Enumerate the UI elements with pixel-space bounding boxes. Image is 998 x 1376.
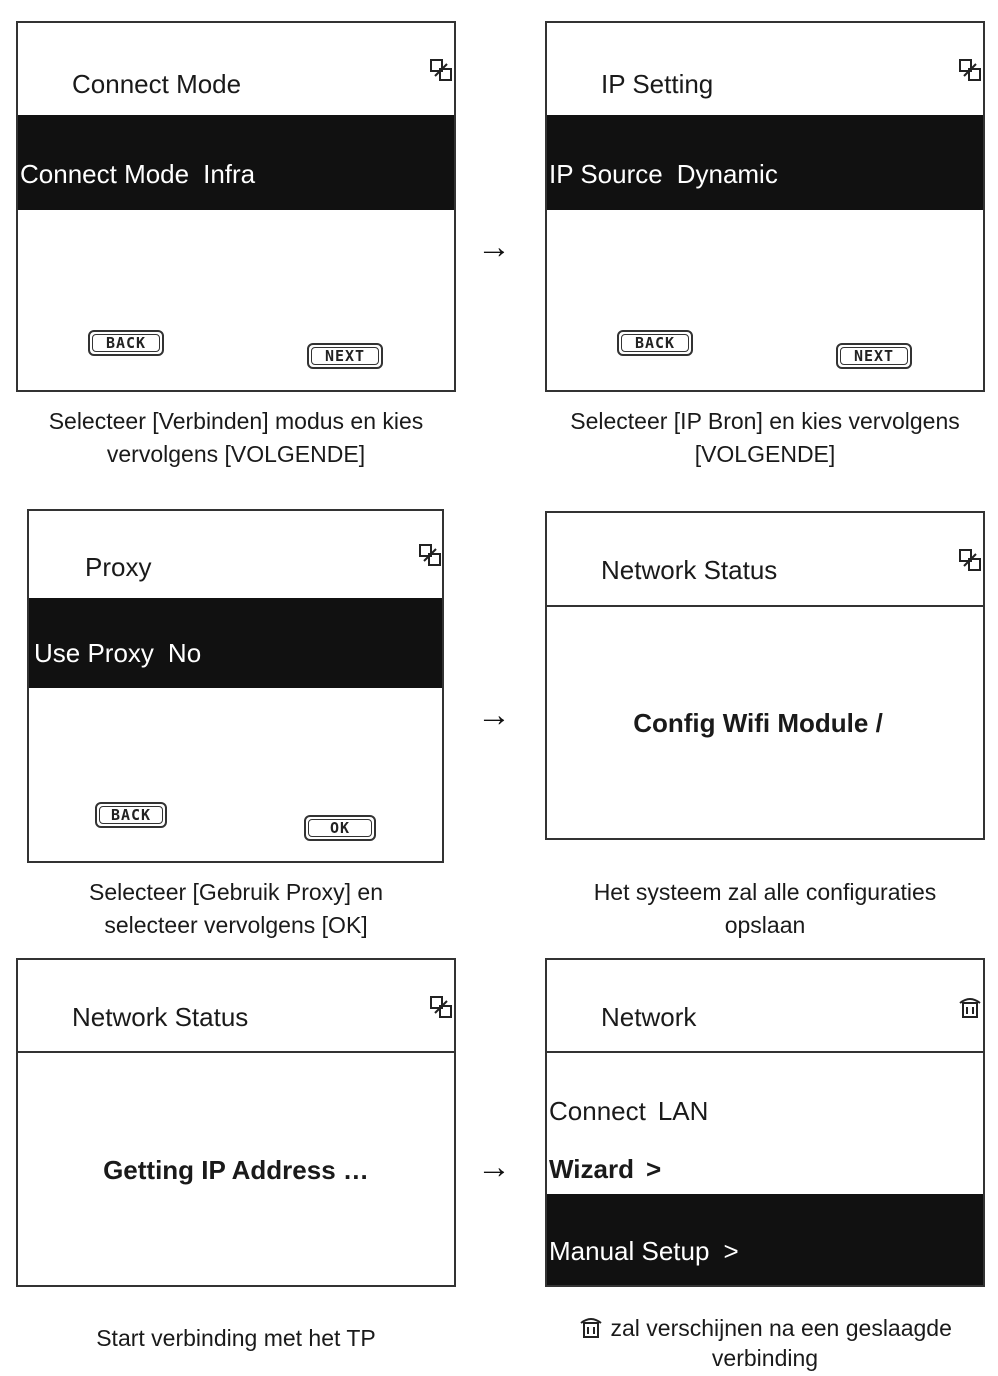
- caption-proxy: Selecteer [Gebruik Proxy] en selecteer v…: [88, 879, 384, 938]
- menu-item-manual-setup[interactable]: Manual Setup>: [547, 1194, 983, 1285]
- screen-title: Network Status: [72, 1002, 249, 1032]
- setting-label: Use Proxy: [34, 638, 154, 668]
- network-connected-icon: [580, 1318, 603, 1338]
- flow-arrow: →: [477, 1148, 511, 1186]
- setting-value: Infra: [203, 159, 256, 189]
- connect-label: Connect: [549, 1096, 646, 1126]
- screen-title: Network: [601, 1002, 697, 1032]
- network-status-ip-screen: Network Status Getting IP Address …: [16, 958, 456, 1287]
- status-message: Getting IP Address …: [103, 1155, 369, 1185]
- caption-config: Het systeem zal alle configuraties opsla…: [593, 879, 937, 938]
- setting-label: IP Source: [549, 159, 663, 189]
- title-divider: [547, 605, 983, 607]
- setting-value: Dynamic: [676, 159, 778, 189]
- network-connected-icon: [959, 998, 981, 1018]
- network-menu-screen: Network Connect LAN Wizard> Manual Setup>: [545, 958, 985, 1287]
- next-button[interactable]: NEXT: [307, 343, 383, 369]
- selected-setting-row[interactable]: IP Source Dynamic: [547, 115, 983, 210]
- caption-connect-mode: Selecteer [Verbinden] modus en kies verv…: [48, 408, 424, 467]
- status-message: Config Wifi Module /: [633, 708, 883, 738]
- menu-item-wizard[interactable]: Wizard>: [549, 1154, 662, 1184]
- chevron-right-icon: >: [723, 1236, 739, 1266]
- screen-title: Connect Mode: [72, 69, 242, 99]
- back-button[interactable]: BACK: [617, 330, 693, 356]
- setting-value: No: [167, 638, 202, 668]
- connect-value: LAN: [657, 1096, 709, 1126]
- proxy-screen: Proxy Use Proxy No BACK OK: [27, 509, 444, 863]
- screen-title: IP Setting: [601, 69, 714, 99]
- network-status-config-screen: Network Status Config Wifi Module /: [545, 511, 985, 840]
- network-disconnected-icon: [959, 59, 981, 81]
- chevron-right-icon: >: [646, 1154, 662, 1184]
- title-divider: [547, 1051, 983, 1053]
- network-disconnected-icon: [959, 549, 981, 571]
- selected-setting-row[interactable]: Connect Mode Infra: [18, 115, 454, 210]
- network-disconnected-icon: [419, 544, 441, 566]
- caption-network-connected: zal verschijnen na een geslaagde verbind…: [545, 1313, 985, 1373]
- network-disconnected-icon: [430, 996, 452, 1018]
- back-button[interactable]: BACK: [88, 330, 164, 356]
- ip-setting-screen: IP Setting IP Source Dynamic BACK NEXT: [545, 21, 985, 392]
- caption-ip-setting: Selecteer [IP Bron] en kies vervolgens […: [570, 408, 960, 467]
- screen-title: Network Status: [601, 555, 778, 585]
- setting-label: Connect Mode: [20, 159, 190, 189]
- screen-title: Proxy: [85, 552, 152, 582]
- back-button[interactable]: BACK: [95, 802, 167, 828]
- network-disconnected-icon: [430, 59, 452, 81]
- selected-setting-row[interactable]: Use Proxy No: [29, 598, 442, 688]
- next-button[interactable]: NEXT: [836, 343, 912, 369]
- connect-row: Connect LAN: [549, 1096, 708, 1127]
- flow-arrow: →: [477, 696, 511, 734]
- ok-button[interactable]: OK: [304, 815, 376, 841]
- flow-arrow: →: [477, 228, 511, 266]
- title-divider: [18, 1051, 454, 1053]
- caption-getting-ip: Start verbinding met het TP: [96, 1325, 376, 1351]
